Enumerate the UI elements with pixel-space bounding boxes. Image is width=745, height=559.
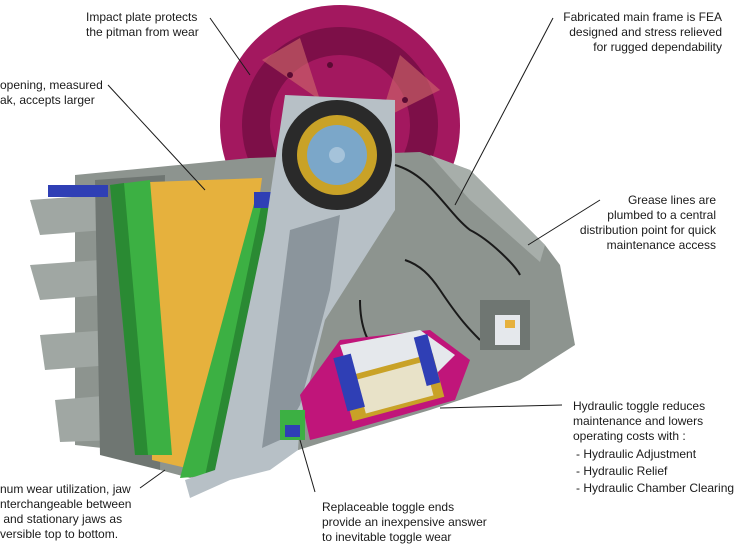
hydraulic-toggle-callout: Hydraulic toggle reduces maintenance and… (573, 399, 706, 443)
main-frame-callout: Fabricated main frame is FEA designed an… (563, 10, 722, 54)
hydraulic-feature: - Hydraulic Relief (576, 464, 668, 478)
leader-lines (107, 17, 601, 493)
opening-callout: opening, measured ak, accepts larger (0, 78, 103, 107)
stationary-jaw-liner (150, 178, 262, 470)
blue-clamp (48, 185, 108, 197)
hydraulic-features-list: - Hydraulic Adjustment - Hydraulic Relie… (576, 446, 734, 497)
grease-distribution-block (480, 300, 530, 350)
hydraulic-toggle (300, 330, 470, 440)
wear-utilization-callout: num wear utilization, jaw nterchangeable… (0, 482, 132, 541)
hydraulic-feature: - Hydraulic Adjustment (576, 447, 697, 461)
impact-plate-callout: Impact plate protects the pitman from we… (86, 10, 199, 39)
toggle-ends-callout: Replaceable toggle ends provide an inexp… (322, 500, 487, 544)
eccentric-bearing (282, 100, 392, 210)
grease-lines-callout: Grease lines are plumbed to a central di… (579, 193, 716, 252)
hydraulic-feature: - Hydraulic Chamber Clearing (576, 481, 735, 495)
